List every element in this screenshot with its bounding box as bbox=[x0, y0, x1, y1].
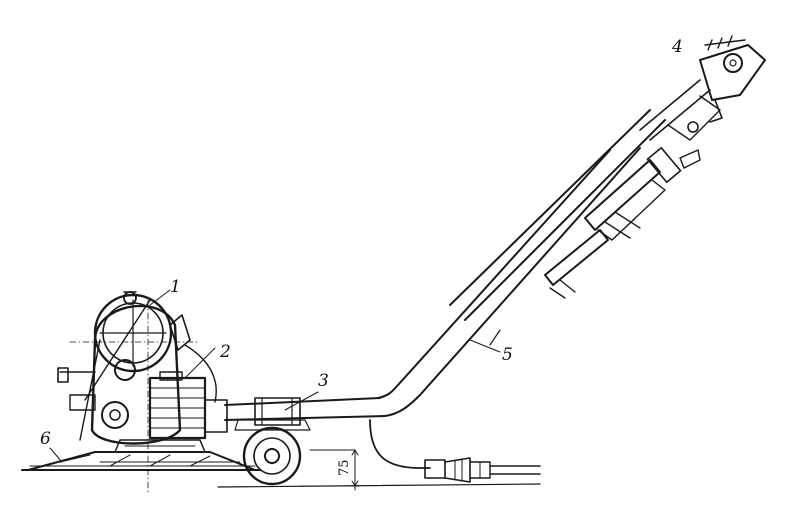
label-2: 2 bbox=[219, 342, 231, 362]
dimension-label-75: 75 bbox=[337, 459, 352, 476]
feed-carriage bbox=[544, 79, 721, 299]
label-4: 4 bbox=[671, 37, 683, 57]
motor bbox=[148, 347, 228, 440]
drill-head bbox=[699, 35, 766, 123]
ground-line bbox=[21, 465, 541, 488]
flexible-hose bbox=[369, 419, 541, 483]
label-5: 5 bbox=[502, 345, 513, 365]
centre-lines bbox=[69, 299, 201, 496]
label-3: 3 bbox=[318, 371, 329, 391]
inclined-boom bbox=[377, 109, 666, 417]
wheel bbox=[234, 391, 319, 486]
height-dimension bbox=[299, 449, 361, 491]
label-6: 6 bbox=[40, 429, 51, 449]
label-1: 1 bbox=[170, 277, 181, 297]
leader-line-6 bbox=[49, 447, 63, 463]
winch-unit bbox=[57, 289, 217, 445]
